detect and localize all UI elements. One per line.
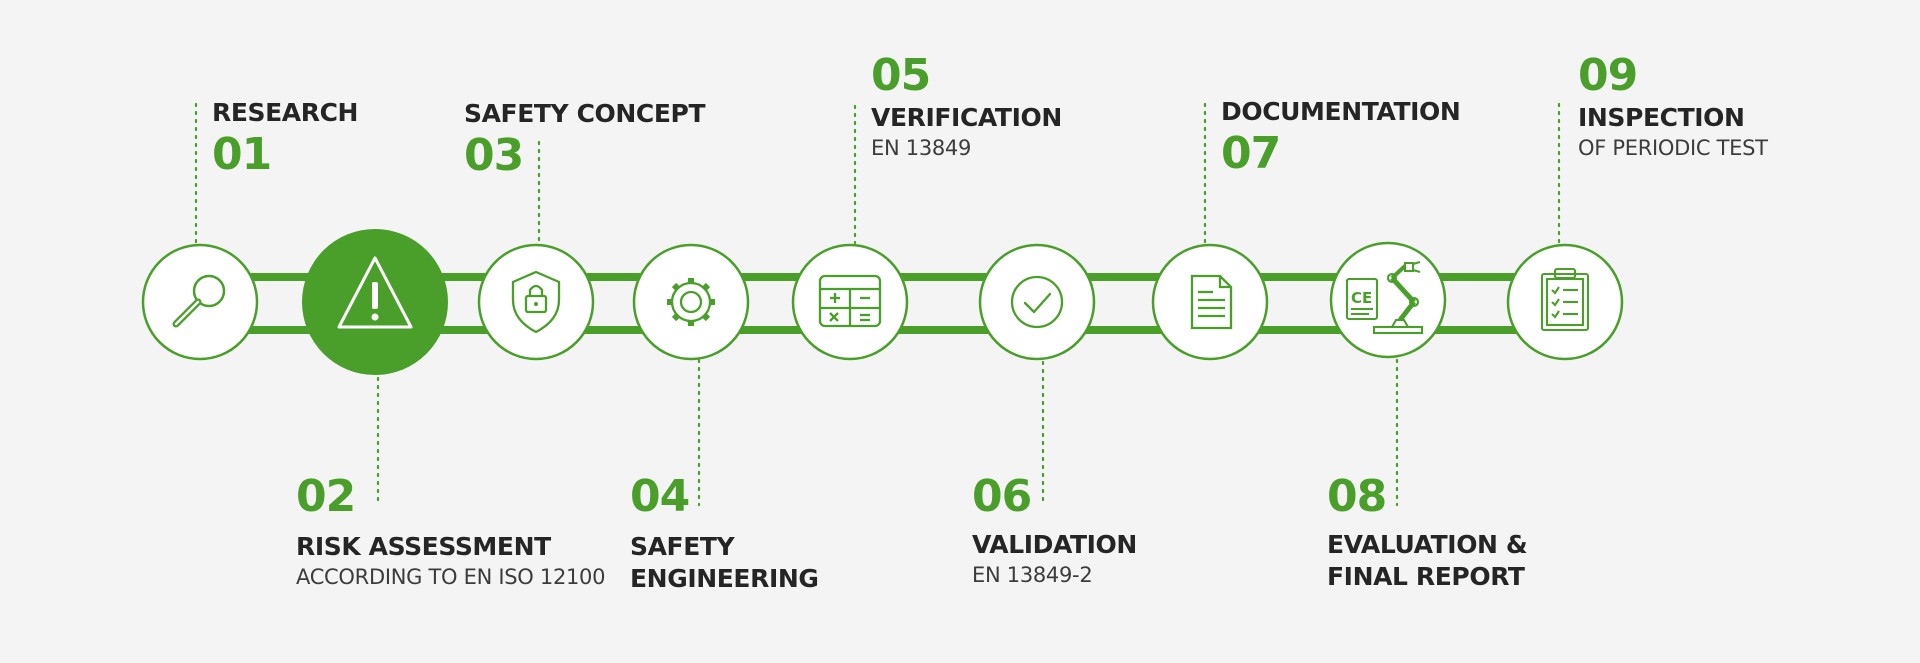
- shield-lock-icon: [511, 270, 561, 334]
- step-02-subtitle: ACCORDING TO EN ISO 12100: [296, 565, 606, 589]
- step-02-label: 02 RISK ASSESSMENT ACCORDING TO EN ISO 1…: [296, 475, 605, 591]
- node-07: [1151, 243, 1269, 361]
- step-08-title: EVALUATION &: [1327, 530, 1528, 559]
- step-07-title: DOCUMENTATION: [1221, 97, 1461, 126]
- warning-triangle-icon: [337, 256, 413, 329]
- step-06-number: 06: [972, 471, 1032, 522]
- step-07-label: DOCUMENTATION 07: [1221, 96, 1461, 179]
- clipboard-checklist-icon: [1540, 267, 1590, 332]
- step-04-title-line2: ENGINEERING: [630, 564, 819, 593]
- step-06-label: 06 VALIDATION EN 13849-2: [972, 475, 1137, 589]
- step-02-title: RISK ASSESSMENT: [296, 532, 551, 561]
- step-04-number: 04: [630, 471, 690, 522]
- step-01-label: RESEARCH 01: [212, 97, 358, 177]
- step-05-subtitle: EN 13849: [871, 136, 972, 160]
- gear-icon: [667, 278, 715, 326]
- calculator-icon: [818, 274, 882, 328]
- node-08: [1329, 241, 1447, 359]
- step-05-title: VERIFICATION: [871, 103, 1062, 132]
- step-07-number: 07: [1221, 128, 1281, 179]
- node-04: [632, 243, 750, 361]
- step-08-number: 08: [1327, 471, 1387, 522]
- step-03-number: 03: [464, 130, 524, 181]
- step-01-title: RESEARCH: [212, 98, 359, 127]
- step-02-number: 02: [296, 471, 356, 522]
- step-04-label: 04 SAFETY ENGINEERING: [630, 475, 819, 595]
- step-08-label: 08 EVALUATION & FINAL REPORT: [1327, 471, 1528, 593]
- node-06: [978, 243, 1096, 361]
- step-09-label: 09 INSPECTION OF PERIODIC TEST: [1578, 54, 1768, 162]
- step-03-title: SAFETY CONCEPT: [464, 99, 706, 128]
- step-06-title: VALIDATION: [972, 530, 1137, 559]
- checkmark-icon: [1010, 275, 1064, 329]
- step-03-label: SAFETY CONCEPT 03: [464, 98, 705, 178]
- step-09-title: INSPECTION: [1578, 103, 1745, 132]
- step-06-subtitle: EN 13849-2: [972, 563, 1093, 587]
- step-04-title: SAFETY: [630, 532, 735, 561]
- svg-text:CE: CE: [1351, 289, 1372, 307]
- ce-robot-arm-icon: CE: [1345, 260, 1424, 335]
- step-08-title-line2: FINAL REPORT: [1327, 562, 1525, 591]
- document-icon: [1190, 274, 1233, 330]
- step-09-number: 09: [1578, 50, 1638, 101]
- step-05-label: 05 VERIFICATION EN 13849: [871, 54, 1062, 162]
- step-01-number: 01: [212, 129, 272, 180]
- step-05-number: 05: [871, 50, 931, 101]
- step-09-subtitle: OF PERIODIC TEST: [1578, 136, 1768, 160]
- magnifier-icon: [172, 274, 226, 328]
